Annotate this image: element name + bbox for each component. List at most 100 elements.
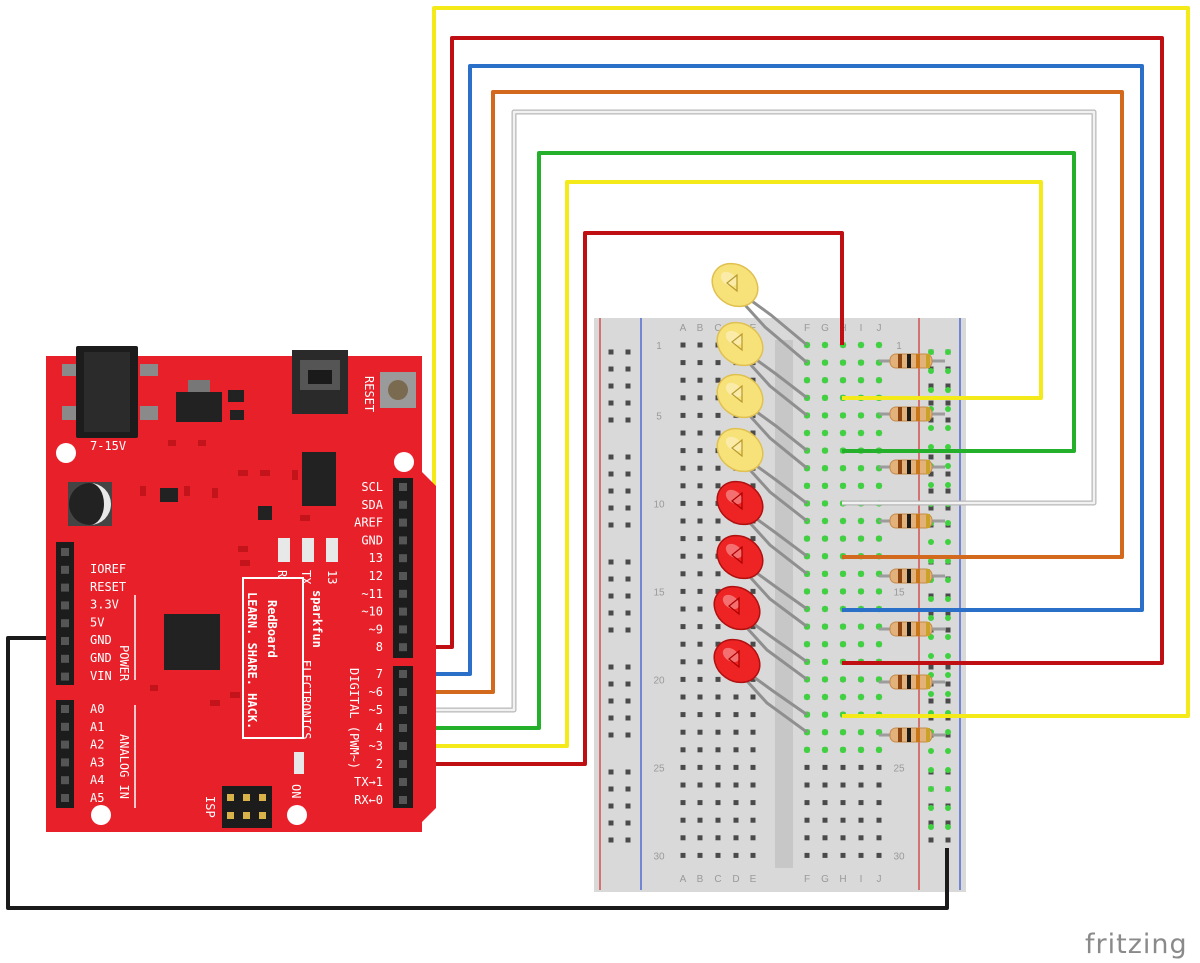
breadboard-hole [697, 800, 703, 806]
rail-hole [625, 627, 631, 633]
wire-blue-pin7 [412, 64, 1144, 676]
column-letter: E [750, 874, 757, 885]
breadboard-hole [697, 782, 703, 788]
rail-hole [945, 488, 951, 494]
digital-pin-label: TX→1 [354, 775, 383, 789]
resistor [879, 674, 945, 690]
connected-hole [821, 641, 829, 648]
breadboard-hole [750, 800, 756, 806]
power-pin-label: 3.3V [90, 598, 119, 612]
rail-hole [608, 786, 614, 792]
connected-hole [857, 746, 865, 753]
led [716, 427, 808, 523]
capacitor [69, 483, 111, 525]
capacitor-mark [90, 483, 111, 525]
header-pin [61, 619, 69, 628]
led [716, 480, 808, 575]
breadboard-hole [680, 395, 686, 401]
isp-header [222, 786, 272, 828]
row-number: 10 [653, 499, 665, 510]
rail-hole [945, 454, 951, 460]
rail-hole [625, 593, 631, 599]
connected-hole [857, 588, 865, 595]
brand-box [242, 577, 304, 739]
led [716, 373, 808, 470]
breadboard-hole [750, 641, 756, 647]
row-number: 25 [653, 763, 665, 774]
breadboard-hole [680, 729, 686, 735]
connected-hole [857, 517, 865, 525]
rail-hole [928, 610, 934, 616]
breadboard-hole [697, 747, 703, 753]
connected-hole [857, 693, 865, 701]
breadboard-hole [876, 817, 882, 823]
usb-port-slot [308, 370, 332, 384]
power-jack-label: 7-15V [90, 439, 126, 453]
header-pin [61, 672, 69, 681]
wire-yellow-pin3 [412, 180, 1043, 748]
rail-hole [945, 698, 951, 704]
connected-hole [821, 605, 829, 613]
breadboard-hole [715, 483, 721, 489]
row-number: 30 [893, 851, 905, 862]
on-label: ON [289, 784, 303, 798]
breadboard-hole [697, 835, 703, 841]
breadboard-hole [697, 764, 703, 770]
breadboard-hole [715, 536, 721, 542]
breadboard-hole [840, 764, 846, 770]
breadboard-hole [733, 852, 739, 858]
rail-hole [625, 366, 631, 372]
header-pin [399, 625, 407, 634]
breadboard-hole [715, 465, 721, 471]
rail-hole [608, 522, 614, 528]
connected-rail-hole [945, 463, 951, 469]
connected-hole [857, 412, 865, 419]
reset-label: RESET [362, 376, 376, 412]
fritzing-watermark: fritzing [1085, 929, 1188, 960]
breadboard-hole [680, 641, 686, 647]
resistor [879, 459, 945, 475]
breadboard-hole [715, 712, 721, 718]
rail-hole [608, 454, 614, 460]
analog-pin-label: A1 [90, 720, 104, 734]
row-number: 20 [653, 675, 665, 686]
power-led [294, 752, 304, 774]
resistor [879, 406, 945, 422]
rail-hole [928, 417, 934, 423]
row-number: 15 [893, 587, 905, 598]
reset-button-cap[interactable] [388, 380, 408, 400]
rail-hole [608, 488, 614, 494]
breadboard-hole [697, 500, 703, 506]
connected-rail-hole [928, 368, 934, 374]
rail-hole [625, 786, 631, 792]
breadboard-hole [840, 782, 846, 788]
digital-pin-label: ~9 [369, 622, 383, 636]
usb-serial-chip [302, 452, 336, 506]
power-pin-label: GND [90, 651, 112, 665]
breadboard-hole [715, 852, 721, 858]
connected-hole [821, 412, 829, 419]
breadboard-hole [680, 553, 686, 559]
column-letter: I [860, 874, 863, 885]
rail-hole [945, 681, 951, 687]
rail-hole [608, 471, 614, 477]
led [716, 321, 808, 417]
header-pin [61, 794, 69, 802]
connected-hole [821, 482, 829, 489]
breadboard-hole [858, 764, 864, 770]
breadboard-hole [680, 377, 686, 383]
connected-rail-hole [945, 368, 951, 374]
header-pin [61, 637, 69, 645]
wire-orange-pin6 [412, 90, 1124, 694]
connected-hole [821, 711, 829, 718]
row-number: 5 [656, 411, 662, 422]
row-number: 30 [653, 851, 665, 862]
breadboard-hole [680, 430, 686, 436]
connected-rail-hole [928, 596, 934, 602]
connected-hole [875, 641, 883, 648]
breadboard-hole [680, 500, 686, 506]
breadboard-hole [680, 571, 686, 577]
row-number: 25 [893, 763, 905, 774]
breadboard-hole [715, 729, 721, 735]
breadboard-hole [680, 782, 686, 788]
